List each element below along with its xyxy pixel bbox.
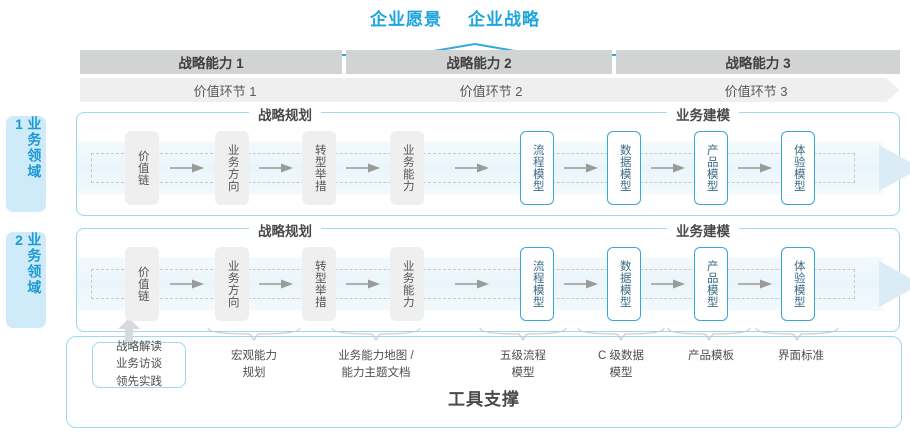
tool-pill-strategy-interpretation[interactable]: 战略解读 业务访谈 领先实践 bbox=[92, 341, 186, 388]
value-link-1: 价值环节 1 bbox=[80, 78, 370, 102]
node-2[interactable]: 业务方向 bbox=[215, 131, 249, 205]
strategic-capability-2: 战略能力 2 bbox=[346, 50, 612, 74]
node-1[interactable]: 价值链 bbox=[125, 131, 159, 205]
value-link-2: 价值环节 2 bbox=[346, 78, 636, 102]
node-label: 转型举措 bbox=[313, 260, 326, 308]
node-label: 数据模型 bbox=[618, 260, 631, 308]
flow-arrow bbox=[737, 161, 772, 179]
domain-tab-label: 业务领域 2 bbox=[11, 232, 43, 296]
node-5[interactable]: 流程模型 bbox=[520, 247, 554, 321]
node-label: 体验模型 bbox=[792, 144, 805, 192]
flow-arrow bbox=[455, 161, 489, 179]
node-4[interactable]: 业务能力 bbox=[390, 131, 424, 205]
node-label: 流程模型 bbox=[531, 144, 544, 192]
node-8[interactable]: 体验模型 bbox=[781, 247, 815, 321]
flow-band-arrowhead bbox=[879, 249, 910, 324]
node-label: 价值链 bbox=[136, 266, 149, 302]
node-label: 产品模型 bbox=[705, 144, 718, 192]
flow-arrow bbox=[650, 277, 685, 295]
domain-row-2: 战略规划 业务建模价值链 业务方向 转型举措 业务能力 流程模型 数据模型 产品模型 体验模型 bbox=[76, 220, 910, 332]
tool-support-title: 工具支撑 bbox=[448, 390, 520, 409]
node-label: 业务方向 bbox=[226, 260, 239, 308]
flow-arrow bbox=[346, 161, 380, 179]
node-label: 转型举措 bbox=[313, 144, 326, 192]
domain-row-1: 战略规划 业务建模价值链 业务方向 转型举措 业务能力 流程模型 数据模型 产品模型 体验模型 bbox=[76, 104, 910, 216]
flow-arrow bbox=[170, 277, 204, 295]
tool-brace bbox=[666, 326, 752, 347]
flow-arrow bbox=[650, 161, 685, 179]
flow-arrow bbox=[170, 161, 204, 179]
tool-label-6: 界面标准 bbox=[778, 350, 824, 362]
section-title-business-modeling: 业务建模 bbox=[667, 104, 739, 124]
node-2[interactable]: 业务方向 bbox=[215, 247, 249, 321]
node-1[interactable]: 价值链 bbox=[125, 247, 159, 321]
enterprise-vision-label: 企业愿景 bbox=[370, 9, 442, 29]
tool-brace bbox=[754, 326, 840, 347]
section-title-strategy-planning: 战略规划 bbox=[249, 220, 321, 240]
flow-arrow bbox=[563, 277, 598, 295]
value-link-label: 价值环节 2 bbox=[459, 83, 523, 99]
tool-label-4: C 级数据 模型 bbox=[598, 350, 644, 379]
value-link-label: 价值环节 3 bbox=[724, 83, 788, 99]
node-4[interactable]: 业务能力 bbox=[390, 247, 424, 321]
tool-to-node-up-arrow bbox=[118, 318, 140, 347]
value-link-3: 价值环节 3 bbox=[612, 78, 900, 102]
flow-arrow bbox=[563, 161, 598, 179]
flow-arrow bbox=[258, 277, 293, 295]
node-3[interactable]: 转型举措 bbox=[302, 247, 336, 321]
node-label: 价值链 bbox=[136, 150, 149, 186]
value-link-label: 价值环节 1 bbox=[193, 83, 257, 99]
tool-brace bbox=[576, 326, 666, 347]
tool-brace bbox=[206, 326, 302, 347]
node-label: 体验模型 bbox=[792, 260, 805, 308]
tool-brace bbox=[330, 326, 422, 347]
node-label: 数据模型 bbox=[618, 144, 631, 192]
node-6[interactable]: 数据模型 bbox=[607, 247, 641, 321]
node-7[interactable]: 产品模型 bbox=[694, 131, 728, 205]
tool-support-container: 工具支撑 bbox=[66, 336, 902, 428]
node-3[interactable]: 转型举措 bbox=[302, 131, 336, 205]
value-link-band: 价值环节 1 价值环节 2 价值环节 3 bbox=[80, 78, 900, 102]
tool-label-3: 五级流程 模型 bbox=[500, 350, 546, 379]
section-title-business-modeling: 业务建模 bbox=[667, 220, 739, 240]
strategic-capability-1: 战略能力 1 bbox=[80, 50, 342, 74]
node-label: 业务能力 bbox=[401, 260, 414, 308]
flow-arrow bbox=[737, 277, 772, 295]
tool-brace bbox=[478, 326, 568, 347]
flow-arrow bbox=[346, 277, 380, 295]
node-label: 流程模型 bbox=[531, 260, 544, 308]
flow-arrow bbox=[258, 161, 293, 179]
flow-arrow bbox=[455, 277, 489, 295]
node-5[interactable]: 流程模型 bbox=[520, 131, 554, 205]
section-title-strategy-planning: 战略规划 bbox=[249, 104, 321, 124]
tool-label-2: 业务能力地图 / 能力主题文档 bbox=[338, 350, 414, 379]
flow-band-arrowhead bbox=[879, 133, 910, 208]
node-8[interactable]: 体验模型 bbox=[781, 131, 815, 205]
domain-tab-2[interactable]: 业务领域 2 bbox=[6, 232, 46, 328]
tool-label-5: 产品模板 bbox=[688, 350, 734, 362]
node-7[interactable]: 产品模型 bbox=[694, 247, 728, 321]
dashed-connector bbox=[809, 153, 855, 183]
node-6[interactable]: 数据模型 bbox=[607, 131, 641, 205]
strategic-capability-3: 战略能力 3 bbox=[616, 50, 900, 74]
dashed-connector bbox=[809, 269, 855, 299]
node-label: 产品模型 bbox=[705, 260, 718, 308]
domain-tab-label: 业务领域 1 bbox=[11, 116, 43, 180]
enterprise-strategy-label: 企业战略 bbox=[468, 9, 540, 29]
vision-strategy-header: 企业愿景 企业战略 bbox=[0, 4, 910, 30]
node-label: 业务方向 bbox=[226, 144, 239, 192]
node-label: 业务能力 bbox=[401, 144, 414, 192]
tool-label-1: 宏观能力 规划 bbox=[231, 350, 277, 379]
domain-tab-1[interactable]: 业务领域 1 bbox=[6, 116, 46, 212]
